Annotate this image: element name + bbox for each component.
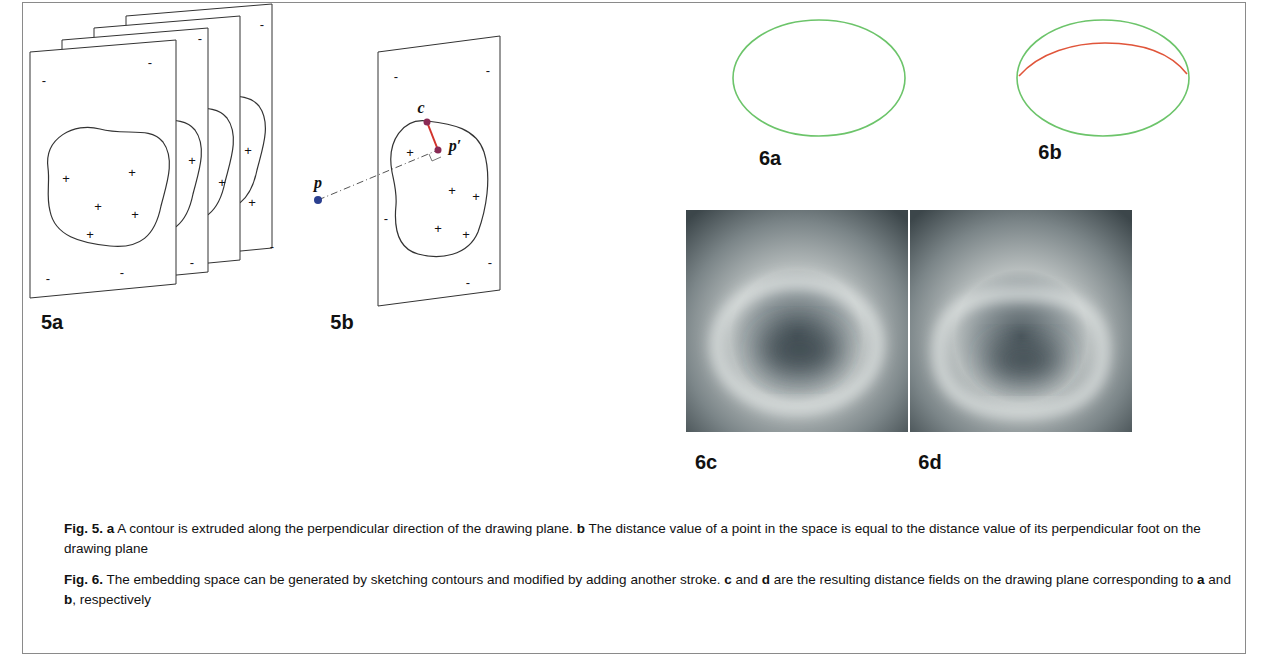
field-ground — [686, 210, 908, 432]
sign-symbol: - — [488, 256, 492, 269]
caption-text: , respectively — [72, 592, 151, 607]
caption-key: a — [107, 521, 115, 536]
caption-key: d — [762, 572, 770, 587]
field-ground — [910, 210, 1132, 432]
panel-label: 6c — [695, 451, 717, 474]
field-core — [988, 342, 1060, 378]
sign-symbol: + — [472, 190, 480, 203]
panel-label: 6d — [918, 451, 941, 474]
point-label: c — [417, 99, 424, 117]
contour — [48, 127, 170, 246]
figure-caption: Fig. 5. a A contour is extruded along th… — [64, 519, 1236, 559]
sign-symbol: + — [218, 176, 226, 189]
panel-label: 5a — [41, 311, 63, 334]
panel-label: 5b — [330, 311, 353, 334]
contour — [391, 121, 488, 257]
sign-symbol: - — [198, 32, 202, 45]
sign-symbol: - — [486, 64, 490, 77]
field-core — [762, 328, 838, 372]
contour-6b — [1017, 20, 1189, 136]
panel-label: 6b — [1038, 141, 1061, 164]
extruded-plane — [30, 40, 176, 298]
sign-symbol: + — [86, 228, 94, 241]
sign-symbol: + — [94, 200, 102, 213]
figure-caption: Fig. 6. The embedding space can be gener… — [64, 570, 1236, 610]
field-ring — [717, 282, 877, 408]
caption-text: are the resulting distance fields on the… — [774, 572, 1194, 587]
sign-symbol: - — [466, 276, 470, 289]
sign-symbol: + — [131, 208, 139, 221]
contour-6a — [733, 20, 905, 136]
figure-frame — [23, 3, 1246, 654]
sign-symbol: + — [188, 154, 196, 167]
field-ring — [939, 294, 1103, 412]
drawing-plane-5b — [314, 36, 500, 306]
right-angle-mark — [429, 154, 441, 161]
panel-label: 6a — [759, 147, 781, 170]
distance-field-6c — [686, 210, 908, 432]
sign-symbol: - — [190, 256, 194, 269]
caption-text: and — [735, 572, 758, 587]
sign-symbol: + — [434, 222, 442, 235]
sign-symbol: - — [120, 266, 124, 279]
sign-symbol: - — [260, 18, 264, 31]
projection-line — [318, 150, 438, 200]
sign-symbol: + — [406, 146, 414, 159]
point-p-foot — [435, 147, 442, 154]
sign-symbol: + — [128, 166, 136, 179]
caption-text: and — [1208, 572, 1231, 587]
sign-symbol: + — [248, 196, 256, 209]
caption-key: b — [64, 592, 72, 607]
sign-symbol: - — [384, 212, 388, 225]
caption-key: c — [724, 572, 732, 587]
sign-symbol: + — [462, 228, 470, 241]
added-stroke — [1019, 43, 1187, 76]
caption-key: Fig. 6. — [64, 572, 103, 587]
sign-symbol: - — [394, 70, 398, 83]
sign-symbol: - — [270, 240, 274, 253]
sign-symbol: + — [448, 184, 456, 197]
caption-key: b — [577, 521, 585, 536]
distance-segment — [427, 122, 438, 150]
caption-text: The embedding space can be generated by … — [107, 572, 721, 587]
caption-key: Fig. 5. — [64, 521, 103, 536]
sign-symbol: - — [148, 56, 152, 69]
point-label: p′ — [449, 137, 462, 155]
sign-symbol: - — [42, 74, 46, 87]
drawing-plane — [378, 36, 500, 306]
sign-symbol: + — [244, 144, 252, 157]
caption-key: a — [1197, 572, 1205, 587]
point-label: p — [314, 174, 322, 192]
point-c — [424, 119, 431, 126]
caption-text: A contour is extruded along the perpendi… — [117, 521, 573, 536]
point-p — [314, 196, 322, 204]
sign-symbol: + — [62, 172, 70, 185]
sign-symbol: - — [46, 272, 50, 285]
distance-field-6d — [910, 210, 1132, 432]
plane-outline — [30, 40, 176, 298]
extruded-planes — [30, 4, 272, 298]
